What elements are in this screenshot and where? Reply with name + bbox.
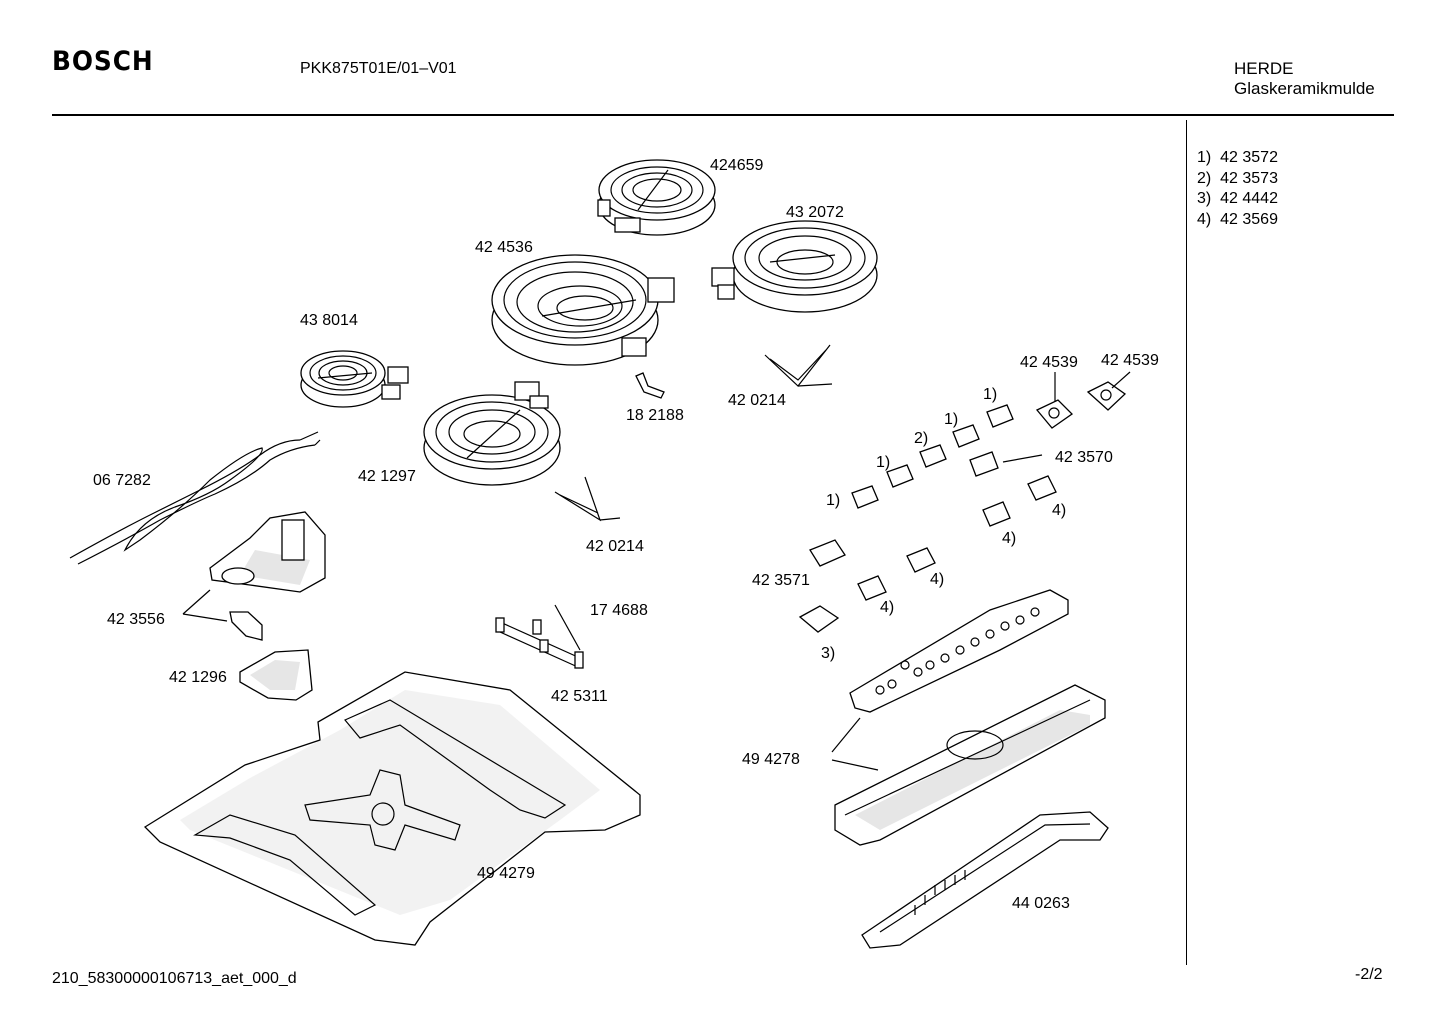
callout-067282: 06 7282 bbox=[93, 472, 151, 489]
button-2[interactable] bbox=[919, 444, 947, 468]
callout-421296: 42 1296 bbox=[169, 669, 227, 686]
callout-420214-b: 42 0214 bbox=[586, 538, 644, 555]
callout-key-4c: 4) bbox=[930, 571, 944, 588]
callouts: 424659 43 2072 42 4536 43 8014 18 2188 4… bbox=[93, 157, 1159, 912]
callout-421297: 42 1297 bbox=[358, 468, 416, 485]
heating-element-424536[interactable] bbox=[491, 254, 675, 366]
leader-lines bbox=[182, 371, 1131, 771]
button-4b[interactable] bbox=[982, 501, 1011, 527]
callout-423571: 42 3571 bbox=[752, 572, 810, 589]
model-number: PKK875T01E/01–V01 bbox=[300, 60, 457, 77]
button-4c[interactable] bbox=[906, 547, 936, 573]
bracket-420214-a[interactable] bbox=[764, 344, 833, 387]
callout-494279: 49 4279 bbox=[477, 865, 535, 882]
callout-438014: 43 8014 bbox=[300, 312, 358, 329]
button-1d[interactable] bbox=[986, 404, 1014, 428]
callout-key-1c: 1) bbox=[876, 454, 890, 471]
legend-item: 3) 42 4442 bbox=[1197, 190, 1278, 207]
callout-key-4a: 4) bbox=[1052, 502, 1066, 519]
callout-494278: 49 4278 bbox=[742, 751, 800, 768]
callout-440263: 44 0263 bbox=[1012, 895, 1070, 912]
brand-logo: BOSCH bbox=[52, 46, 154, 77]
control-board[interactable] bbox=[849, 589, 1069, 713]
button-423571[interactable] bbox=[809, 539, 846, 567]
clip-set-174688[interactable] bbox=[495, 617, 584, 669]
button-1c[interactable] bbox=[952, 424, 980, 448]
callout-424536: 42 4536 bbox=[475, 239, 533, 256]
part-421296[interactable] bbox=[239, 649, 313, 701]
callout-424659: 424659 bbox=[710, 157, 763, 174]
document-id: 210_58300000106713_aet_000_d bbox=[52, 970, 297, 987]
callout-key-4b: 4) bbox=[1002, 530, 1016, 547]
header-divider bbox=[52, 114, 1394, 116]
callout-key-3: 3) bbox=[821, 645, 835, 662]
callout-key-1a: 1) bbox=[983, 386, 997, 403]
heating-element-421297[interactable] bbox=[423, 381, 561, 486]
callout-432072: 43 2072 bbox=[786, 204, 844, 221]
button-423570[interactable] bbox=[969, 451, 999, 477]
frame-440263[interactable] bbox=[861, 811, 1109, 949]
housing-494278[interactable] bbox=[834, 684, 1106, 846]
callout-key-2: 2) bbox=[914, 430, 928, 447]
legend-item: 4) 42 3569 bbox=[1197, 210, 1278, 228]
bracket-420214-b[interactable] bbox=[554, 476, 621, 522]
callout-key-1d: 1) bbox=[826, 492, 840, 509]
button-4a[interactable] bbox=[1027, 475, 1057, 501]
callout-425311: 42 5311 bbox=[551, 688, 608, 705]
legend: 1) 42 3572 2) 42 3573 3) 42 4442 4) 42 3… bbox=[1197, 148, 1278, 230]
callout-424539-b: 42 4539 bbox=[1101, 352, 1159, 369]
callout-423556: 42 3556 bbox=[107, 611, 165, 628]
page-number: -2/2 bbox=[1355, 966, 1383, 983]
callout-182188: 18 2188 bbox=[626, 407, 684, 424]
callout-423570: 42 3570 bbox=[1055, 449, 1113, 466]
legend-item: 1) 42 3572 bbox=[1197, 149, 1278, 166]
button-1b[interactable] bbox=[886, 464, 914, 488]
button-1a[interactable] bbox=[851, 485, 879, 509]
button-4d[interactable] bbox=[857, 575, 887, 601]
category-title: HERDE bbox=[1234, 59, 1294, 78]
bottom-plate-494279[interactable] bbox=[143, 671, 641, 946]
exploded-parts-diagram: 424659 43 2072 42 4536 43 8014 18 2188 4… bbox=[69, 157, 1159, 949]
clip-182188[interactable] bbox=[635, 372, 665, 399]
callout-424539-a: 42 4539 bbox=[1020, 354, 1078, 371]
knob-3[interactable] bbox=[798, 605, 840, 633]
knob-424539-a[interactable] bbox=[1035, 399, 1074, 429]
legend-item: 2) 42 3573 bbox=[1197, 169, 1278, 187]
subcategory-title: Glaskeramikmulde bbox=[1234, 79, 1375, 98]
callout-174688: 17 4688 bbox=[590, 602, 648, 619]
terminal-block-423556[interactable] bbox=[209, 511, 326, 641]
heating-element-432072[interactable] bbox=[711, 220, 878, 313]
knob-424539-b[interactable] bbox=[1086, 381, 1127, 411]
callout-420214-a: 42 0214 bbox=[728, 392, 786, 409]
legend-divider bbox=[1186, 120, 1187, 965]
heating-element-438014[interactable] bbox=[300, 350, 409, 408]
cable-067282[interactable] bbox=[69, 431, 321, 565]
callout-key-1b: 1) bbox=[944, 411, 958, 428]
callout-key-4d: 4) bbox=[880, 599, 894, 616]
heating-element-424659[interactable] bbox=[597, 159, 716, 236]
